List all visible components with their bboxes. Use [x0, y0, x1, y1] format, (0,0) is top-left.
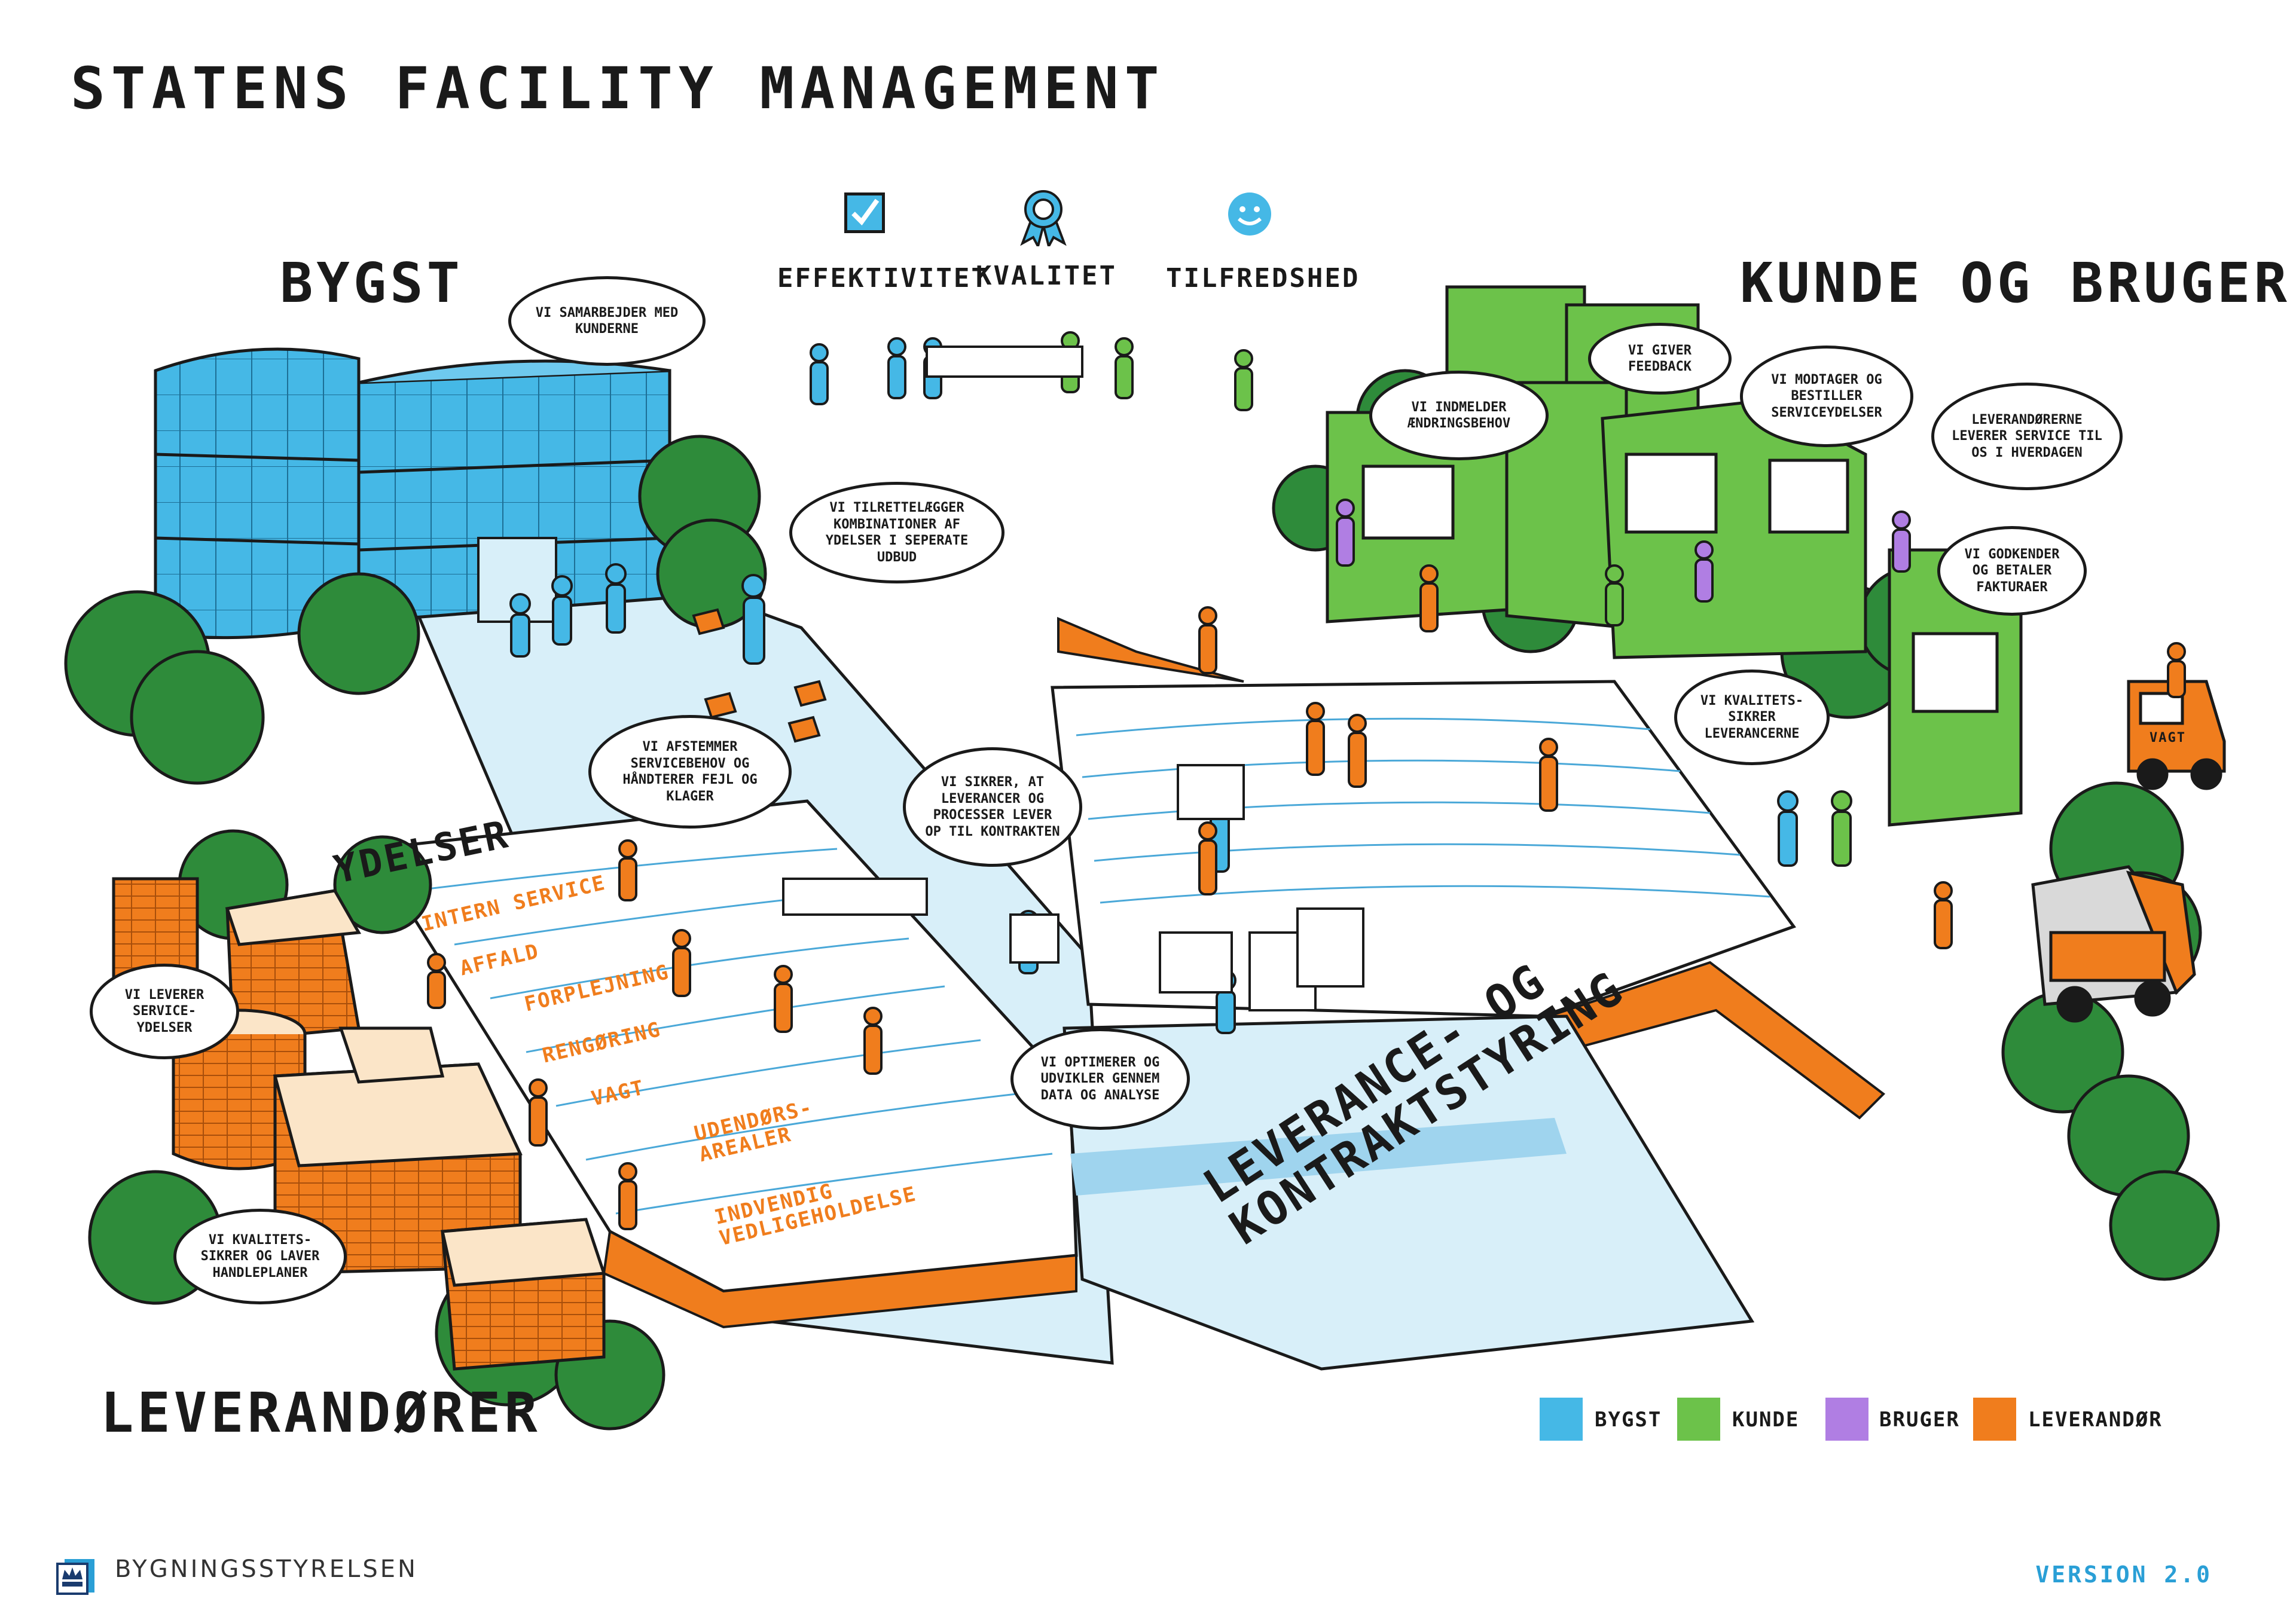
legend-label-leverandor: LEVERANDØR: [2028, 1408, 2163, 1432]
legend-swatch-leverandor: [1973, 1398, 2016, 1441]
workstations: [782, 346, 1364, 1011]
styring-board: [1062, 1014, 1755, 1371]
goal-label-tilfredshed: TILFREDSHED: [1166, 263, 1360, 294]
legend-label-kunde: KUNDE: [1732, 1408, 1800, 1432]
bubble-godkender: VI GODKENDER OG BETALER FAKTURAER: [1937, 526, 2087, 616]
smiley-icon: [1226, 190, 1274, 238]
van-label: VAGT: [2150, 730, 2186, 745]
legend-swatch-kunde: [1677, 1398, 1720, 1441]
page-title: STATENS FACILITY MANAGEMENT: [71, 55, 1165, 122]
bubble-feedback: VI GIVER FEEDBACK: [1588, 323, 1732, 395]
bubble-kvalitetssikrer-lev: VI KVALITETS-SIKRER OG LAVER HANDLEPLANE…: [173, 1209, 347, 1304]
styring-stripe: [1070, 1118, 1567, 1196]
bubble-samarbejder: VI SAMARBEJDER MED KUNDERNE: [508, 276, 706, 366]
bubble-sikrer: VI SIKRER, AT LEVERANCER OG PROCESSER LE…: [903, 747, 1082, 867]
bubble-leverer: VI LEVERER SERVICE-YDELSER: [90, 964, 239, 1059]
zone-title-bygst: BYGST: [280, 251, 463, 315]
legend-label-bruger: BRUGER: [1879, 1408, 1960, 1432]
bubble-leverandorerne: LEVERANDØRERNE LEVERER SERVICE TIL OS I …: [1931, 383, 2123, 490]
people: [427, 331, 2186, 1230]
bubble-tilrettelaegger: VI TILRETTELÆGGER KOMBINATIONER AF YDELS…: [789, 482, 1004, 583]
crown-logo-icon: [55, 1549, 97, 1595]
bubble-afstemmer: VI AFSTEMMER SERVICEBEHOV OG HÅNDTERER F…: [588, 715, 792, 829]
zone-title-kunde: KUNDE OG BRUGER: [1740, 251, 2291, 315]
bubble-kvalitetssikrer-kunde: VI KVALITETS-SIKRER LEVERANCERNE: [1674, 670, 1830, 765]
goal-label-effektivitet: EFFEKTIVITET: [777, 263, 989, 294]
bubble-optimerer: VI OPTIMERER OG UDVIKLER GENNEM DATA OG …: [1010, 1028, 1190, 1130]
bubble-indmelder: VI INDMELDER ÆNDRINGSBEHOV: [1369, 371, 1549, 460]
version-label: VERSION 2.0: [2035, 1561, 2212, 1588]
garbage-truck: [2031, 865, 2196, 1023]
goal-label-kvalitet: KVALITET: [976, 261, 1117, 291]
kunde-buildings: [1326, 285, 2023, 827]
zone-title-leverandorer: LEVERANDØRER: [100, 1381, 541, 1445]
plane-lines: [1076, 717, 1770, 904]
checkbox-icon: [844, 192, 885, 233]
award-ribbon-icon: [1016, 187, 1070, 250]
legend-swatch-bruger: [1825, 1398, 1868, 1441]
vagt-van: [2127, 680, 2226, 790]
bubble-modtager: VI MODTAGER OG BESTILLER SERVICEYDELSER: [1740, 346, 1913, 447]
plane-edge: [1057, 616, 1244, 683]
legend-label-bygst: BYGST: [1595, 1408, 1662, 1432]
bygst-building: [154, 347, 671, 640]
legend-swatch-bygst: [1540, 1398, 1583, 1441]
footer-org-name: BYGNINGSSTYRELSEN: [115, 1555, 418, 1583]
